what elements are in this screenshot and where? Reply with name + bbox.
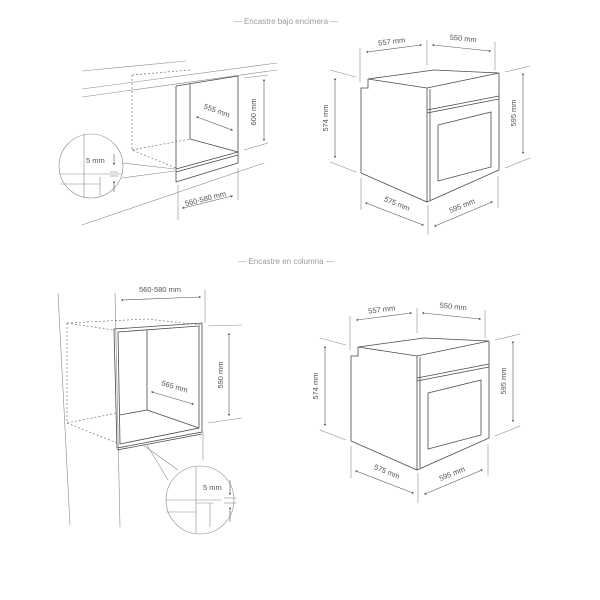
- oven-drawing-1: [329, 40, 531, 235]
- under-counter-niche-drawing: [58, 60, 278, 226]
- section-title-column: — Encastre en columna —: [238, 257, 334, 266]
- oven-side-height-label: 574 mm: [321, 104, 330, 131]
- oven2-width-bottom-label: 595 mm: [438, 464, 466, 482]
- oven2-side-height-label: 574 mm: [311, 372, 320, 399]
- oven2-depth-top-label: 557 mm: [368, 303, 396, 315]
- oven2-width-top-label: 550 mm: [439, 301, 467, 313]
- oven-drawing-2: 557 mm 550 mm 574 mm 595 mm 575 mm 595 m…: [311, 301, 521, 503]
- gap-label: 5 mm: [86, 156, 105, 165]
- column-niche-drawing: [57, 290, 243, 535]
- section-title-under-counter: — Encastre bajo encimera —: [234, 17, 339, 26]
- gap-label-column: 5 mm: [203, 483, 222, 492]
- niche-height-label: 600 mm: [249, 98, 258, 125]
- oven-width-top-label: 550 mm: [449, 33, 477, 45]
- oven-width-bottom-label: 595 mm: [448, 196, 476, 214]
- oven2-front-height-label: 595 mm: [499, 367, 508, 394]
- oven-depth-top-label: 557 mm: [378, 35, 406, 47]
- oven-depth-bottom-label: 575 mm: [383, 194, 411, 212]
- column-niche-width-label: 560-580 mm: [139, 285, 181, 294]
- column-niche-height-label: 590 mm: [216, 361, 225, 388]
- niche-width-label: 560-580 mm: [184, 189, 227, 208]
- oven2-depth-bottom-label: 575 mm: [373, 462, 401, 480]
- niche-depth-label: 555 mm: [203, 102, 232, 120]
- column-niche-depth-label: 565 mm: [160, 379, 189, 395]
- oven-front-height-label: 595 mm: [509, 99, 518, 126]
